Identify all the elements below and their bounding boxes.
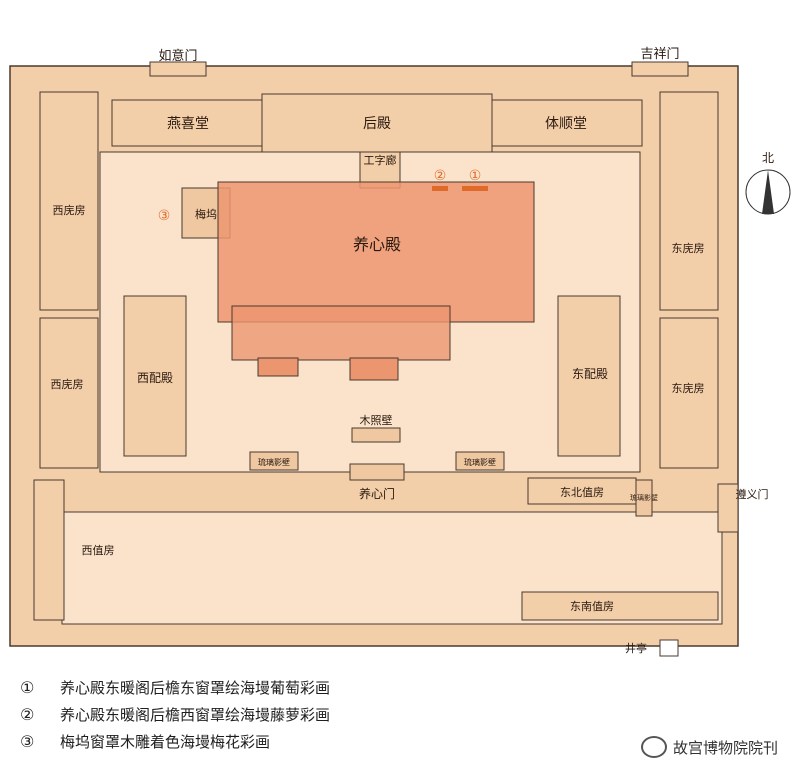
well-pavilion-box xyxy=(659,639,679,657)
label-rear-hall: 后殿 xyxy=(363,116,391,132)
label-yanxi-hall: 燕喜堂 xyxy=(167,116,209,132)
yangxin-gate-block xyxy=(349,463,405,481)
legend-num: ② xyxy=(20,705,35,724)
glazed-screen-right-block xyxy=(455,451,505,471)
wechat-icon xyxy=(640,736,667,758)
palace-floor-plan: 如意门 吉祥门 燕喜堂 后殿 体顺堂 工字廊 北 西庑房 东庑房 梅坞 养心殿 … xyxy=(9,47,791,657)
label-glazed-screen-right: 琉璃影壁 xyxy=(464,457,496,467)
label-west-side-rooms-lower: 西庑房 xyxy=(51,377,84,391)
legend-num: ③ xyxy=(20,732,35,751)
north-arrow-icon xyxy=(762,170,774,214)
label-east-side-rooms-upper: 东庑房 xyxy=(672,241,705,255)
wooden-screen-wall-block xyxy=(351,427,401,443)
yanxi-hall-block xyxy=(111,99,263,147)
label-ruyi-gate: 如意门 xyxy=(158,48,197,64)
east-side-rooms-upper-block xyxy=(659,91,719,311)
marker-3: ③ xyxy=(158,208,171,224)
marker-2: ② xyxy=(434,168,447,184)
west-duty-rooms-block xyxy=(33,479,65,621)
label-east-side-rooms-lower: 东庑房 xyxy=(672,381,705,395)
glazed-screen-left-block xyxy=(249,451,299,471)
steps-center xyxy=(349,357,399,381)
legend-text: 梅坞窗罩木雕着色海墁梅花彩画 xyxy=(60,733,271,751)
label-southeast-duty-rooms: 东南值房 xyxy=(570,600,614,613)
southeast-duty-rooms-block xyxy=(521,591,719,621)
east-side-hall-block xyxy=(557,295,621,457)
northeast-duty-rooms-block xyxy=(527,477,637,505)
label-zunyi-gate: 遵义门 xyxy=(736,487,769,501)
label-yangxin-gate: 养心门 xyxy=(359,486,395,501)
yangxin-hall-front xyxy=(231,305,451,361)
steps-left xyxy=(257,357,299,377)
tishun-hall-block xyxy=(491,99,643,147)
legend-item: ② 养心殿东暖阁后檐西窗罩绘海墁藤萝彩画 xyxy=(20,701,540,728)
legend: ① 养心殿东暖阁后檐东窗罩绘海墁葡萄彩画 ② 养心殿东暖阁后檐西窗罩绘海墁藤萝彩… xyxy=(20,674,540,755)
label-east-side-hall: 东配殿 xyxy=(572,367,608,381)
zunyi-gate-block xyxy=(717,483,739,533)
label-glazed-screen-left: 琉璃影壁 xyxy=(258,457,290,467)
label-northeast-duty-rooms: 东北值房 xyxy=(560,486,604,499)
marker-1: ① xyxy=(469,168,482,184)
glazed-screen-vertical-block xyxy=(635,479,653,517)
label-west-duty-rooms: 西值房 xyxy=(82,544,115,557)
label-north: 北 xyxy=(762,151,774,165)
label-wooden-screen-wall: 木照壁 xyxy=(360,413,393,427)
ruyi-gate-block xyxy=(149,61,207,77)
legend-item: ① 养心殿东暖阁后檐东窗罩绘海墁葡萄彩画 xyxy=(20,674,540,701)
label-tishun-hall: 体顺堂 xyxy=(545,116,587,132)
legend-item: ③ 梅坞窗罩木雕着色海墁梅花彩画 xyxy=(20,728,540,755)
east-side-rooms-lower-block xyxy=(659,317,719,469)
marker-2-bar xyxy=(432,186,448,191)
label-well-pavilion: 井亭 xyxy=(625,641,647,655)
west-side-hall-block xyxy=(123,295,187,457)
label-jixiang-gate: 吉祥门 xyxy=(640,47,679,62)
west-side-rooms-upper-block xyxy=(39,91,99,311)
watermark-text: 故宫博物院院刊 xyxy=(672,738,778,757)
west-side-rooms-lower-block xyxy=(39,317,99,469)
label-gongzi-corridor: 工字廊 xyxy=(364,153,397,167)
label-west-side-rooms-upper: 西庑房 xyxy=(53,203,86,217)
rear-hall-block xyxy=(261,93,493,153)
legend-text: 养心殿东暖阁后檐东窗罩绘海墁葡萄彩画 xyxy=(60,679,331,697)
legend-text: 养心殿东暖阁后檐西窗罩绘海墁藤萝彩画 xyxy=(60,706,331,724)
label-yangxin-hall: 养心殿 xyxy=(353,235,401,254)
label-glazed-screen-vertical: 琉璃影壁 xyxy=(630,493,658,502)
watermark: 故宫博物院院刊 xyxy=(640,736,778,758)
label-meiwu: 梅坞 xyxy=(195,207,217,221)
legend-num: ① xyxy=(20,678,35,697)
jixiang-gate-block xyxy=(631,61,689,77)
label-west-side-hall: 西配殿 xyxy=(137,371,173,385)
marker-1-bar xyxy=(462,186,488,191)
